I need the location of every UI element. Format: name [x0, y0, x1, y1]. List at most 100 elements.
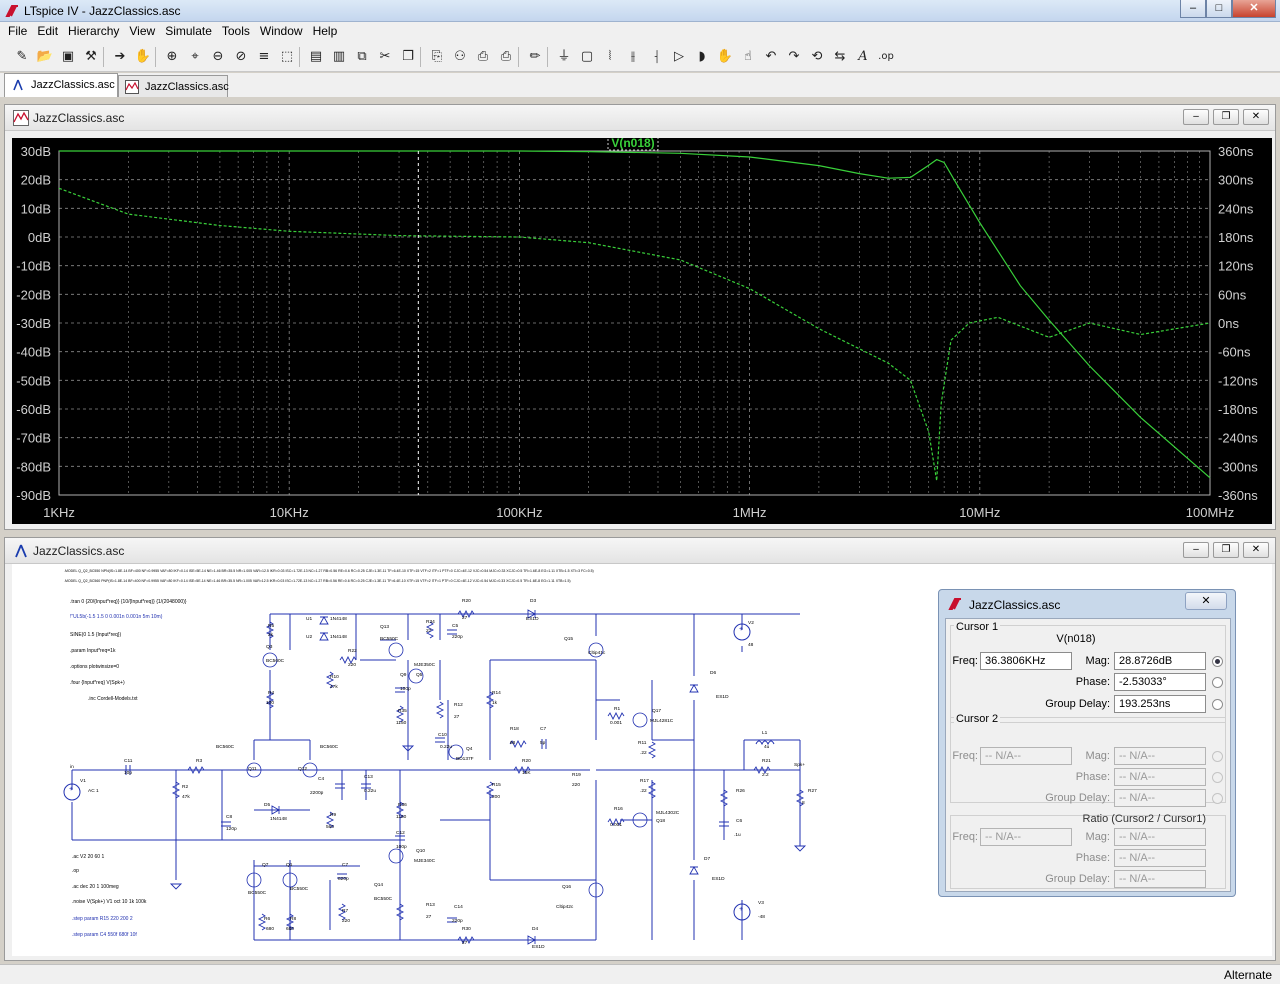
- resistor-symbol[interactable]: [607, 817, 625, 827]
- cascade-icon[interactable]: ⧉: [357, 49, 367, 64]
- resistor-symbol[interactable]: [457, 609, 475, 619]
- trace-label[interactable]: V(n018): [611, 136, 654, 150]
- halt-icon[interactable]: ✋: [134, 49, 152, 64]
- diode-symbol[interactable]: [271, 805, 280, 815]
- transistor-symbol[interactable]: [388, 642, 404, 658]
- schematic-restore-button[interactable]: ❐: [1213, 542, 1239, 558]
- resistor-symbol[interactable]: [325, 671, 335, 689]
- transistor-symbol[interactable]: [246, 762, 262, 778]
- cursor-dialog-close-button[interactable]: ✕: [1185, 592, 1227, 610]
- transistor-symbol[interactable]: [282, 872, 298, 888]
- resistor-symbol[interactable]: [257, 913, 267, 931]
- phase-trace[interactable]: [58, 187, 1211, 481]
- resistor-symbol[interactable]: [325, 811, 335, 829]
- plot-close-button[interactable]: ✕: [1243, 109, 1269, 125]
- resistor-symbol[interactable]: [457, 935, 475, 945]
- voltage-source-symbol[interactable]: [733, 903, 751, 921]
- cursor1-phase-field[interactable]: -2.53033°: [1114, 673, 1206, 691]
- print-setup-icon[interactable]: ⎙: [477, 49, 489, 64]
- resistor-symbol[interactable]: [513, 765, 531, 775]
- resistor-symbol[interactable]: [509, 739, 527, 749]
- cursor1-gd-field[interactable]: 193.253ns: [1114, 695, 1206, 713]
- resistor-symbol[interactable]: [647, 741, 657, 759]
- undo-icon[interactable]: ↶: [765, 49, 777, 64]
- diode-symbol[interactable]: [319, 616, 329, 625]
- rotate-icon[interactable]: ⟲: [811, 49, 823, 64]
- text-icon[interactable]: A: [858, 49, 868, 64]
- redo-icon[interactable]: ↷: [788, 49, 800, 64]
- diode-symbol[interactable]: [689, 684, 699, 693]
- paste-icon[interactable]: ⎘: [431, 49, 443, 64]
- label-net-icon[interactable]: ▢: [580, 49, 594, 64]
- menu-view[interactable]: View: [129, 24, 156, 38]
- resistor-symbol[interactable]: [485, 781, 495, 799]
- minimize-button[interactable]: –: [1180, 0, 1206, 18]
- inductor-symbol[interactable]: [755, 740, 775, 746]
- copy-icon[interactable]: ❐: [402, 49, 414, 64]
- resistor-symbol[interactable]: [339, 655, 357, 665]
- resistor-symbol[interactable]: [607, 711, 625, 721]
- menu-simulate[interactable]: Simulate: [165, 24, 212, 38]
- tab-schematic[interactable]: JazzClassics.asc: [4, 73, 118, 97]
- resistor-symbol[interactable]: [395, 903, 405, 921]
- resistor-symbol[interactable]: [395, 801, 405, 819]
- resistor-symbol[interactable]: [425, 621, 435, 639]
- resistor-symbol[interactable]: [285, 913, 295, 931]
- transistor-symbol[interactable]: [408, 668, 424, 684]
- diode-icon[interactable]: ▷: [674, 49, 684, 64]
- tab-waveform[interactable]: JazzClassics.asc: [118, 75, 229, 97]
- cursor1-gd-radio[interactable]: [1212, 699, 1223, 710]
- resistor-symbol[interactable]: [435, 701, 445, 719]
- close-button[interactable]: ✕: [1232, 0, 1276, 18]
- transistor-symbol[interactable]: [302, 762, 318, 778]
- voltage-source-symbol[interactable]: [733, 623, 751, 641]
- menu-tools[interactable]: Tools: [221, 24, 250, 38]
- resistor-symbol[interactable]: [265, 621, 275, 639]
- transistor-symbol[interactable]: [388, 848, 404, 864]
- schematic-drawing[interactable]: .MODEL Q_Q2_BC550 NPN(IS=1.8E-14 BF=400 …: [12, 564, 1272, 956]
- magnitude-trace[interactable]: [59, 150, 1211, 479]
- tile-vertical-icon[interactable]: ▤: [309, 49, 323, 64]
- transistor-symbol[interactable]: [448, 744, 464, 760]
- resistor-symbol[interactable]: [647, 781, 657, 799]
- print-icon[interactable]: ⎙: [500, 49, 512, 64]
- resistor-symbol[interactable]: [795, 789, 805, 807]
- schematic-minimize-button[interactable]: –: [1183, 542, 1209, 558]
- transistor-symbol[interactable]: [588, 642, 604, 658]
- diode-symbol[interactable]: [689, 866, 699, 875]
- autorange-icon[interactable]: ≡: [258, 49, 270, 64]
- resistor-symbol[interactable]: [337, 903, 347, 921]
- menu-edit[interactable]: Edit: [37, 24, 59, 38]
- menu-hierarchy[interactable]: Hierarchy: [68, 24, 120, 38]
- resistor-symbol[interactable]: [719, 789, 729, 807]
- drag-icon[interactable]: ☝: [744, 49, 752, 64]
- inductor-icon[interactable]: ⸡: [652, 49, 660, 64]
- menu-window[interactable]: Window: [259, 24, 303, 38]
- component-icon[interactable]: ◗: [698, 49, 706, 64]
- transistor-symbol[interactable]: [632, 812, 648, 828]
- cursor1-mag-field[interactable]: 28.8726dB: [1114, 652, 1206, 670]
- zoom-cancel-icon[interactable]: ⊘: [235, 49, 247, 64]
- find-icon[interactable]: ⚇: [454, 49, 466, 64]
- diode-symbol[interactable]: [527, 935, 536, 945]
- cut-icon[interactable]: ✂: [379, 49, 391, 64]
- spice-directive-icon[interactable]: .op: [878, 51, 894, 62]
- open-icon[interactable]: 📂: [36, 49, 54, 64]
- plot-minimize-button[interactable]: –: [1183, 109, 1209, 125]
- move-icon[interactable]: ✋: [716, 49, 734, 64]
- resistor-symbol[interactable]: [265, 691, 275, 709]
- schematic-close-button[interactable]: ✕: [1243, 542, 1269, 558]
- mirror-icon[interactable]: ⇆: [834, 49, 846, 64]
- capacitor-icon[interactable]: ⫲: [630, 49, 636, 64]
- control-panel-icon[interactable]: ⚒: [85, 49, 97, 64]
- wire-icon[interactable]: ✏: [529, 49, 541, 64]
- resistor-icon[interactable]: ⦚: [608, 49, 612, 64]
- resistor-symbol[interactable]: [187, 765, 205, 775]
- transistor-symbol[interactable]: [246, 872, 262, 888]
- menu-help[interactable]: Help: [312, 24, 338, 38]
- maximize-button[interactable]: □: [1206, 0, 1232, 18]
- resistor-symbol[interactable]: [395, 705, 405, 723]
- zoom-fit-icon[interactable]: ⬚: [280, 49, 294, 64]
- run-icon[interactable]: ➔: [114, 49, 126, 64]
